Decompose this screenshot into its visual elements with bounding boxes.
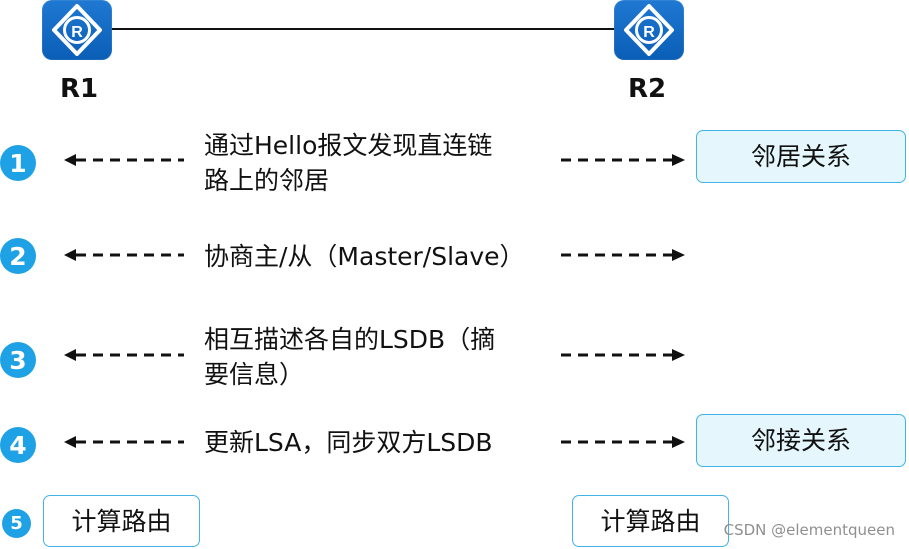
adjacency-relationship-box: 邻接关系 [696, 414, 906, 467]
step-1-badge: 1 [0, 145, 36, 181]
router-r1-icon: R [42, 0, 112, 60]
step-3-text-line-1: 相互描述各自的LSDB（摘 [204, 325, 496, 354]
step-1-right-arrow [561, 154, 685, 166]
step-4-badge: 4 [0, 427, 36, 463]
step-1-text-line-2: 路上的邻居 [204, 166, 330, 195]
router-r1-label: R1 [60, 74, 99, 104]
right-compute-route-box: 计算路由 [572, 495, 729, 547]
step-1-left-arrow [64, 154, 184, 166]
step-3-badge: 3 [0, 342, 36, 378]
router-r2-icon: R [614, 0, 684, 60]
router-r2-letter: R [643, 24, 655, 41]
step-5-badge: 5 [2, 509, 31, 538]
step-4-right-arrow [561, 436, 685, 448]
step-4-text: 更新LSA，同步双方LSDB [204, 428, 493, 457]
step-3-right-arrow [561, 349, 685, 361]
neighbor-relationship-box: 邻居关系 [696, 130, 906, 183]
step-2-left-arrow [64, 249, 184, 261]
router-link-line [110, 28, 618, 30]
router-r2-label: R2 [628, 74, 667, 104]
step-3-text-line-2: 要信息） [204, 360, 305, 389]
step-4-left-arrow [64, 436, 184, 448]
step-2-text: 协商主/从（Master/Slave） [204, 242, 525, 271]
step-2-badge: 2 [0, 238, 36, 274]
csdn-watermark: CSDN @elementqueen [723, 521, 895, 539]
router-r1-letter: R [71, 24, 83, 41]
step-3-left-arrow [64, 349, 184, 361]
left-compute-route-box: 计算路由 [43, 495, 200, 547]
step-1-text-line-1: 通过Hello报文发现直连链 [204, 131, 493, 160]
step-2-right-arrow [561, 249, 685, 261]
